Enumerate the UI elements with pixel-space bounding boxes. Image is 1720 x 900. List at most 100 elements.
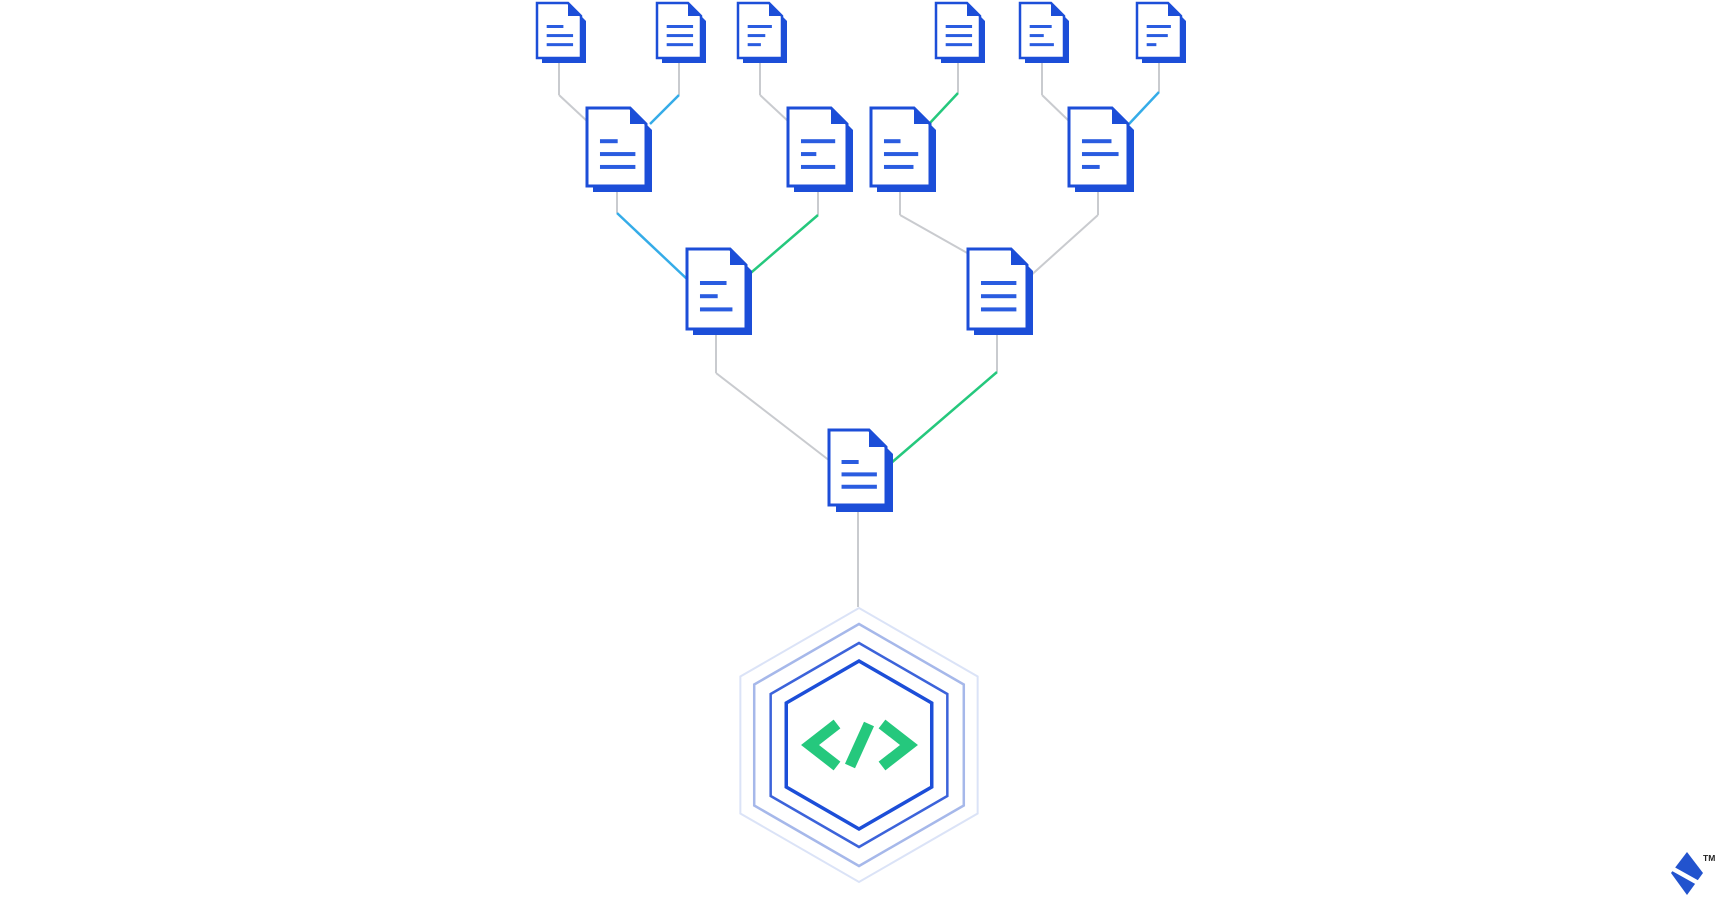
document-text-line bbox=[546, 34, 574, 38]
document-fold-corner bbox=[630, 108, 646, 124]
document-text-line bbox=[666, 25, 694, 28]
document-text-line bbox=[800, 164, 836, 169]
document-text-line bbox=[1029, 43, 1054, 47]
connector-diagonal-segment-cyan bbox=[1128, 91, 1160, 125]
hexagon-ring bbox=[784, 658, 934, 832]
document-text-line bbox=[800, 152, 817, 157]
document-text-line bbox=[945, 34, 973, 38]
document-text-line bbox=[980, 281, 1017, 285]
document-text-line bbox=[699, 294, 718, 299]
connector-diagonal-segment-green bbox=[745, 214, 819, 278]
connector-diagonal-segment-gray bbox=[1027, 214, 1099, 279]
document-text-line bbox=[841, 472, 877, 477]
document-text-line bbox=[747, 34, 766, 38]
connector-diagonal-segment-cyan bbox=[616, 212, 689, 281]
document-text-line bbox=[980, 307, 1017, 312]
toptal-logo: TM bbox=[1664, 852, 1715, 895]
document-fold-corner bbox=[914, 108, 930, 124]
document-fold-corner bbox=[730, 249, 746, 265]
code-hexagon bbox=[739, 606, 979, 884]
connector-doc-top-2--doc-mid-1 bbox=[649, 62, 680, 125]
doc-third-2 bbox=[966, 247, 1033, 335]
document-text-line bbox=[945, 43, 973, 47]
doc-top-1 bbox=[535, 1, 586, 63]
document-text-line bbox=[599, 152, 636, 157]
connector-doc-mid-4--doc-third-2 bbox=[1027, 192, 1099, 279]
doc-third-1 bbox=[685, 247, 752, 335]
document-text-line bbox=[699, 281, 727, 285]
document-fold-corner bbox=[568, 3, 581, 16]
connector-doc-mid-3--doc-third-2 bbox=[899, 192, 970, 255]
hexagon-ring bbox=[752, 622, 966, 868]
connector-diagonal-segment-gray bbox=[558, 94, 589, 123]
document-text-line bbox=[1081, 152, 1119, 157]
doc-top-2 bbox=[655, 1, 706, 63]
toptal-logo-mark bbox=[1671, 852, 1703, 895]
document-text-line bbox=[747, 25, 772, 28]
doc-top-4 bbox=[934, 1, 985, 63]
doc-mid-3 bbox=[869, 106, 936, 192]
hexagon-ring bbox=[769, 641, 949, 849]
document-text-line bbox=[546, 25, 564, 28]
connector-diagonal-segment-cyan bbox=[649, 94, 680, 125]
document-fold-corner bbox=[1168, 3, 1181, 16]
document-text-line bbox=[1029, 34, 1044, 38]
document-text-line bbox=[666, 34, 694, 38]
document-fold-corner bbox=[1011, 249, 1027, 265]
code-icon-left-chevron bbox=[801, 719, 841, 771]
doc-top-6 bbox=[1135, 1, 1186, 63]
connector-doc-third-2--doc-root bbox=[889, 335, 998, 465]
document-text-line bbox=[1081, 164, 1100, 169]
document-fold-corner bbox=[769, 3, 782, 16]
connector-doc-top-6--doc-mid-4 bbox=[1128, 62, 1160, 125]
connector-doc-third-1--doc-root bbox=[715, 335, 831, 462]
connector-diagonal-segment-gray bbox=[1041, 94, 1071, 123]
document-fold-corner bbox=[967, 3, 980, 16]
document-text-line bbox=[1081, 139, 1112, 144]
connector-diagonal-segment-gray bbox=[759, 94, 790, 123]
document-text-line bbox=[546, 43, 574, 47]
doc-mid-1 bbox=[585, 106, 652, 192]
connector-doc-mid-2--doc-third-1 bbox=[745, 192, 819, 278]
connector-diagonal-segment-gray bbox=[715, 372, 831, 462]
document-text-line bbox=[883, 164, 914, 169]
document-text-line bbox=[883, 152, 919, 157]
document-text-line bbox=[599, 164, 636, 169]
document-text-line bbox=[1146, 43, 1157, 47]
code-icon-right-chevron bbox=[878, 719, 918, 771]
document-text-line bbox=[1146, 34, 1168, 38]
connector-doc-top-5--doc-mid-4 bbox=[1041, 62, 1071, 123]
doc-mid-2 bbox=[786, 106, 853, 192]
document-text-line bbox=[800, 139, 836, 144]
connector-doc-mid-1--doc-third-1 bbox=[616, 192, 689, 281]
document-fold-corner bbox=[1051, 3, 1064, 16]
hexagon-ring bbox=[739, 606, 979, 884]
document-fold-corner bbox=[1112, 108, 1128, 124]
document-text-line bbox=[599, 139, 618, 144]
document-text-line bbox=[841, 484, 877, 489]
document-fold-corner bbox=[688, 3, 701, 16]
document-text-line bbox=[980, 294, 1017, 299]
doc-mid-4 bbox=[1067, 106, 1134, 192]
code-icon-slash bbox=[844, 721, 875, 769]
toptal-logo-slit bbox=[1664, 863, 1702, 886]
connector-diagonal-segment-green bbox=[889, 371, 998, 465]
doc-top-5 bbox=[1018, 1, 1069, 63]
document-text-line bbox=[1029, 25, 1052, 28]
connector-diagonal-segment-gray bbox=[899, 214, 970, 255]
connector-doc-top-4--doc-mid-3 bbox=[928, 62, 959, 125]
connector-doc-top-3--doc-mid-2 bbox=[759, 62, 790, 123]
document-text-line bbox=[699, 307, 733, 312]
document-text-line bbox=[841, 460, 859, 464]
document-text-line bbox=[1146, 25, 1171, 28]
document-text-line bbox=[945, 25, 973, 28]
document-fold-corner bbox=[869, 430, 886, 447]
doc-top-3 bbox=[736, 1, 787, 63]
doc-root bbox=[827, 428, 893, 512]
document-text-line bbox=[747, 43, 761, 47]
document-text-line bbox=[883, 139, 901, 144]
connector-diagonal-segment-green bbox=[928, 92, 959, 125]
trademark-label: TM bbox=[1703, 853, 1715, 863]
